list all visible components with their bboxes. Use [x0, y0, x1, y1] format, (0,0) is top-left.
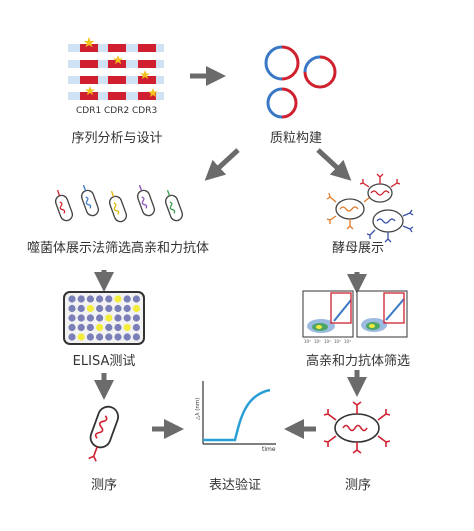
- phage-icon: [108, 190, 128, 223]
- phage-display-diagram: [54, 184, 184, 223]
- elisa-well: [77, 314, 85, 322]
- facs-plots: 10⁰ 10¹ 10² 10³ 10⁴: [302, 290, 408, 344]
- step-elisa-label: ELISA测试: [72, 354, 136, 369]
- yeast-cell-icon: [326, 192, 374, 230]
- elisa-well: [96, 333, 104, 341]
- elisa-well: [114, 323, 122, 332]
- star-icon: [148, 88, 158, 97]
- expression-ylabel: △λ (nm): [195, 398, 201, 420]
- yeast-cell-icon: [366, 209, 414, 243]
- elisa-well: [86, 333, 94, 341]
- elisa-well: [86, 323, 94, 332]
- elisa-well: [86, 314, 94, 322]
- plasmid-2-icon: [303, 55, 337, 89]
- sequence-row-2: [68, 60, 164, 68]
- phage-icon: [136, 184, 156, 217]
- plasmid-diagram: [264, 45, 337, 119]
- elisa-well: [114, 295, 122, 303]
- elisa-well: [123, 333, 131, 341]
- facs-plot-2: [356, 290, 408, 338]
- step-sequence-label: 序列分析与设计: [71, 131, 163, 146]
- arrow-down-left-icon: [204, 148, 240, 181]
- elisa-well: [96, 304, 104, 313]
- elisa-well: [123, 323, 131, 332]
- elisa-well: [123, 314, 131, 322]
- elisa-well: [86, 304, 94, 313]
- facs-tick: 10⁰: [304, 339, 311, 344]
- sequencing-phage-icon: [88, 405, 120, 462]
- elisa-well: [68, 333, 76, 341]
- flow-arrows: [94, 66, 367, 439]
- elisa-well: [68, 323, 76, 332]
- elisa-well: [132, 333, 140, 341]
- elisa-well: [132, 295, 140, 303]
- sequencing-yeast-icon: [323, 401, 391, 454]
- elisa-well: [77, 323, 85, 332]
- plasmid-3-icon: [266, 87, 298, 119]
- elisa-well: [123, 295, 131, 303]
- phage-icon: [54, 189, 74, 222]
- elisa-well: [123, 304, 131, 313]
- step-seq-left-label: 测序: [90, 478, 118, 493]
- elisa-well: [96, 295, 104, 303]
- arrow-down-right-icon: [316, 148, 352, 181]
- elisa-plate: [63, 291, 145, 345]
- elisa-well: [77, 304, 85, 313]
- elisa-well: [105, 323, 113, 332]
- facs-tick: 10²: [324, 339, 331, 344]
- elisa-well: [114, 304, 122, 313]
- star-icon: [85, 86, 95, 95]
- sequence-row-4: [68, 92, 164, 100]
- elisa-well: [105, 333, 113, 341]
- elisa-well: [105, 304, 113, 313]
- elisa-well: [132, 304, 140, 313]
- phage-icon: [80, 184, 100, 217]
- elisa-well: [68, 295, 76, 303]
- sequence-row-3: [68, 76, 164, 84]
- elisa-well: [96, 323, 104, 332]
- facs-tick: 10⁴: [344, 339, 351, 344]
- cdr-sequence-diagram: CDR1 CDR2 CDR3: [68, 37, 164, 116]
- elisa-well: [68, 304, 76, 313]
- phage-icon: [164, 189, 184, 222]
- expression-xlabel: time: [262, 446, 276, 453]
- facs-tick: 10³: [334, 339, 341, 344]
- sequence-row-1: [68, 44, 164, 52]
- elisa-well: [86, 295, 94, 303]
- mutation-stars: [83, 37, 158, 97]
- facs-plot-1: [302, 290, 354, 338]
- plasmid-1-icon: [264, 45, 300, 81]
- yeast-cell-icon: [359, 173, 401, 203]
- expression-plot: △λ (nm) time: [195, 381, 276, 453]
- step-expression-label: 表达验证: [208, 478, 262, 493]
- step-facs-label: 高亲和力抗体筛选: [305, 354, 411, 369]
- star-icon: [140, 70, 150, 79]
- step-plasmid-label: 质粒构建: [269, 131, 323, 146]
- elisa-well: [105, 295, 113, 303]
- elisa-well: [114, 314, 122, 322]
- facs-tick: 10¹: [314, 339, 321, 344]
- elisa-well: [96, 314, 104, 322]
- star-icon: [83, 37, 95, 48]
- cdr3-label: CDR3: [132, 106, 157, 116]
- step-phage-label: 噬菌体展示法筛选高亲和力抗体: [26, 241, 210, 256]
- elisa-well: [105, 314, 113, 322]
- cdr2-label: CDR2: [104, 106, 129, 116]
- cdr1-label: CDR1: [76, 106, 101, 116]
- elisa-well: [77, 295, 85, 303]
- step-seq-right-label: 测序: [344, 478, 372, 493]
- elisa-well: [114, 333, 122, 341]
- elisa-well: [77, 333, 85, 341]
- elisa-well: [68, 314, 76, 322]
- elisa-well: [132, 323, 140, 332]
- step-yeast-label: 酵母展示: [331, 241, 385, 256]
- star-icon: [113, 55, 123, 64]
- yeast-display-diagram: [326, 173, 414, 243]
- elisa-well: [132, 314, 140, 322]
